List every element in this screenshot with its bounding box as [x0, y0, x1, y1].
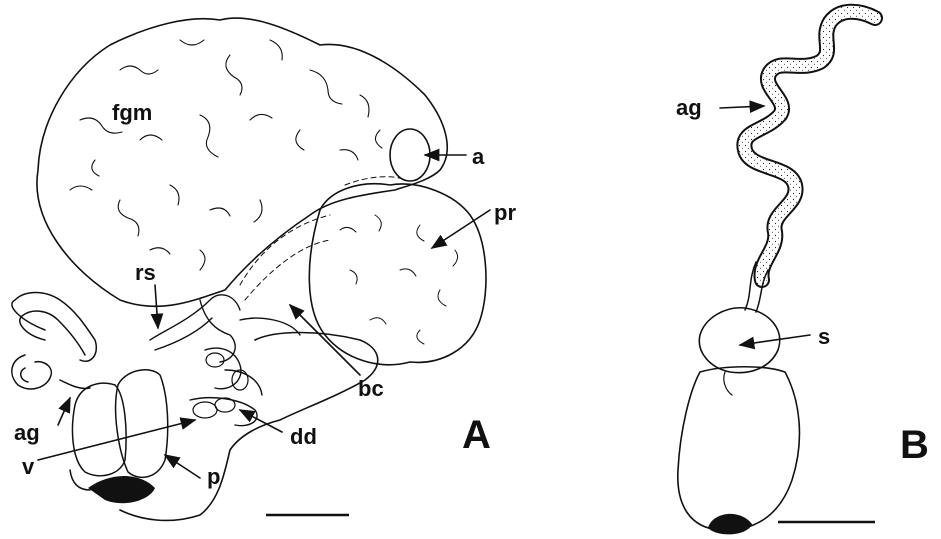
- albumen-gland-coil-a: [12, 293, 97, 389]
- label-fgm: fgm: [112, 100, 152, 125]
- label-ag-b: ag: [676, 95, 702, 120]
- panel-b-drawing: [678, 12, 875, 535]
- arrow-ag-b: [720, 106, 764, 108]
- arrow-bc: [290, 305, 360, 375]
- female-gland-mass: [37, 18, 447, 306]
- lower-sac-b: [678, 367, 800, 530]
- arrow-ag-a: [58, 398, 70, 425]
- black-base-a: [88, 476, 155, 503]
- gland-texture: [70, 40, 382, 270]
- label-v: v: [22, 454, 35, 479]
- structure-p: [116, 370, 168, 478]
- label-p: p: [207, 464, 220, 489]
- label-bc: bc: [358, 376, 384, 401]
- label-ag-a: ag: [14, 420, 40, 445]
- black-base-b: [708, 514, 752, 535]
- panel-label-a: A: [462, 413, 491, 457]
- panel-a-drawing: [12, 18, 490, 520]
- arrow-s: [740, 335, 810, 345]
- ducts: [150, 295, 300, 426]
- prostate: [309, 184, 486, 365]
- arrow-p: [165, 455, 200, 478]
- prostate-texture: [340, 215, 458, 344]
- label-dd: dd: [290, 424, 317, 449]
- label-a: a: [472, 144, 485, 169]
- panel-label-b: B: [900, 423, 929, 467]
- structure-v: [72, 383, 126, 476]
- lower-body: [120, 333, 378, 521]
- label-rs: rs: [135, 260, 156, 285]
- albumen-gland-b: [744, 12, 875, 280]
- label-s: s: [818, 324, 830, 349]
- label-pr: pr: [494, 200, 516, 225]
- structure-a: [390, 129, 430, 181]
- structure-s: [699, 308, 779, 373]
